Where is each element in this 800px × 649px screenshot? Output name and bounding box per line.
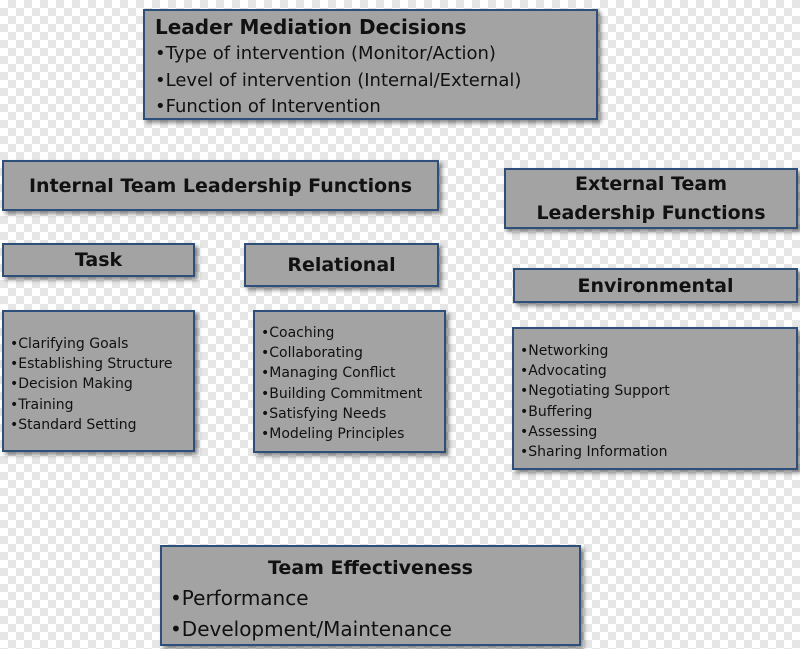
team-effectiveness-title: Team Effectiveness [268,557,473,579]
environmental-item: Networking [520,341,796,361]
task-list-box: Clarifying Goals Establishing Structure … [2,310,195,452]
relational-item: Satisfying Needs [261,404,444,424]
environmental-heading-box: Environmental [513,268,798,303]
environmental-item: Negotiating Support [520,381,796,401]
internal-functions-box: Internal Team Leadership Functions [2,160,439,211]
task-item: Establishing Structure [10,354,193,374]
team-effectiveness-item: Development/Maintenance [170,614,579,645]
task-heading-box: Task [2,243,195,277]
relational-title: Relational [287,254,396,276]
leader-mediation-box: Leader Mediation Decisions Type of inter… [143,9,598,120]
task-item: Training [10,395,193,415]
relational-item: Collaborating [261,343,444,363]
relational-item: Building Commitment [261,384,444,404]
relational-item: Coaching [261,323,444,343]
relational-item: Managing Conflict [261,363,444,383]
external-functions-title-line1: External Team [575,172,727,195]
leader-mediation-title: Leader Mediation Decisions [155,15,467,39]
environmental-item: Assessing [520,422,796,442]
leader-mediation-item: Type of intervention (Monitor/Action) [155,41,596,68]
leader-mediation-item: Function of Intervention [155,94,596,121]
environmental-list-box: Networking Advocating Negotiating Suppor… [512,327,798,470]
team-effectiveness-box: Team Effectiveness Performance Developme… [160,545,581,646]
environmental-item: Buffering [520,402,796,422]
relational-heading-box: Relational [244,243,439,287]
internal-functions-title: Internal Team Leadership Functions [28,174,413,197]
environmental-item: Sharing Information [520,442,796,462]
leader-mediation-item: Level of intervention (Internal/External… [155,68,596,95]
relational-item: Modeling Principles [261,424,444,444]
task-item: Clarifying Goals [10,334,193,354]
external-functions-title-line2: Leadership Functions [536,201,766,224]
external-functions-box: External Team Leadership Functions [504,168,798,229]
task-item: Standard Setting [10,415,193,435]
team-effectiveness-item: Performance [170,583,579,614]
relational-list-box: Coaching Collaborating Managing Conflict… [253,310,446,453]
environmental-title: Environmental [577,274,734,297]
task-title: Task [74,249,123,271]
environmental-item: Advocating [520,361,796,381]
task-item: Decision Making [10,374,193,394]
